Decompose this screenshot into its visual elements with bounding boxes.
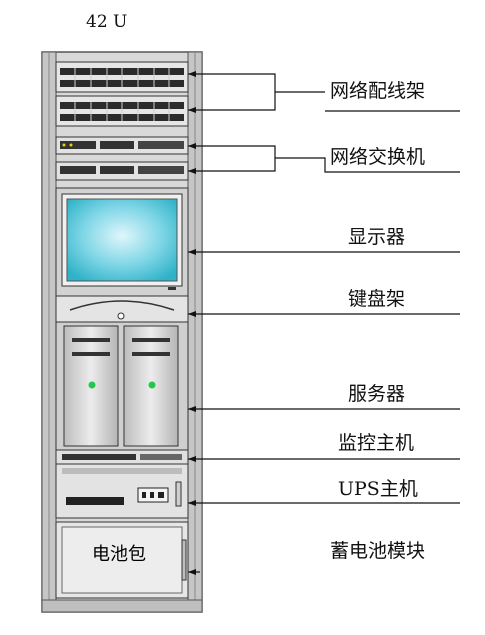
battery-module-unit: [55, 521, 189, 599]
rack-size-title: 42 U: [86, 12, 128, 32]
keyboard-shelf-unit: [55, 295, 189, 323]
label-monitoring-host: 监控主机: [338, 432, 415, 454]
battery-pack-label: 电池包: [92, 544, 146, 565]
ups-host-unit: [55, 463, 189, 519]
leader-lines: [188, 73, 460, 573]
label-ups-host: UPS主机: [338, 478, 418, 500]
monitoring-host-unit: [55, 449, 189, 465]
monitor-unit: [55, 187, 189, 297]
switch-leader: [188, 145, 460, 173]
patch-panel-unit: [55, 61, 189, 127]
server-unit: [55, 321, 189, 451]
label-monitor: 显示器: [348, 226, 406, 248]
label-switch: 网络交换机: [330, 146, 426, 168]
patch-panel-leader: [188, 73, 325, 111]
arrow-heads: [188, 71, 196, 575]
label-keyboard-shelf: 键盘架: [348, 288, 406, 310]
label-patch-panel: 网络配线架: [330, 80, 426, 102]
switch-unit: [55, 136, 189, 181]
label-server: 服务器: [348, 383, 406, 405]
label-battery-module: 蓄电池模块: [330, 540, 426, 562]
